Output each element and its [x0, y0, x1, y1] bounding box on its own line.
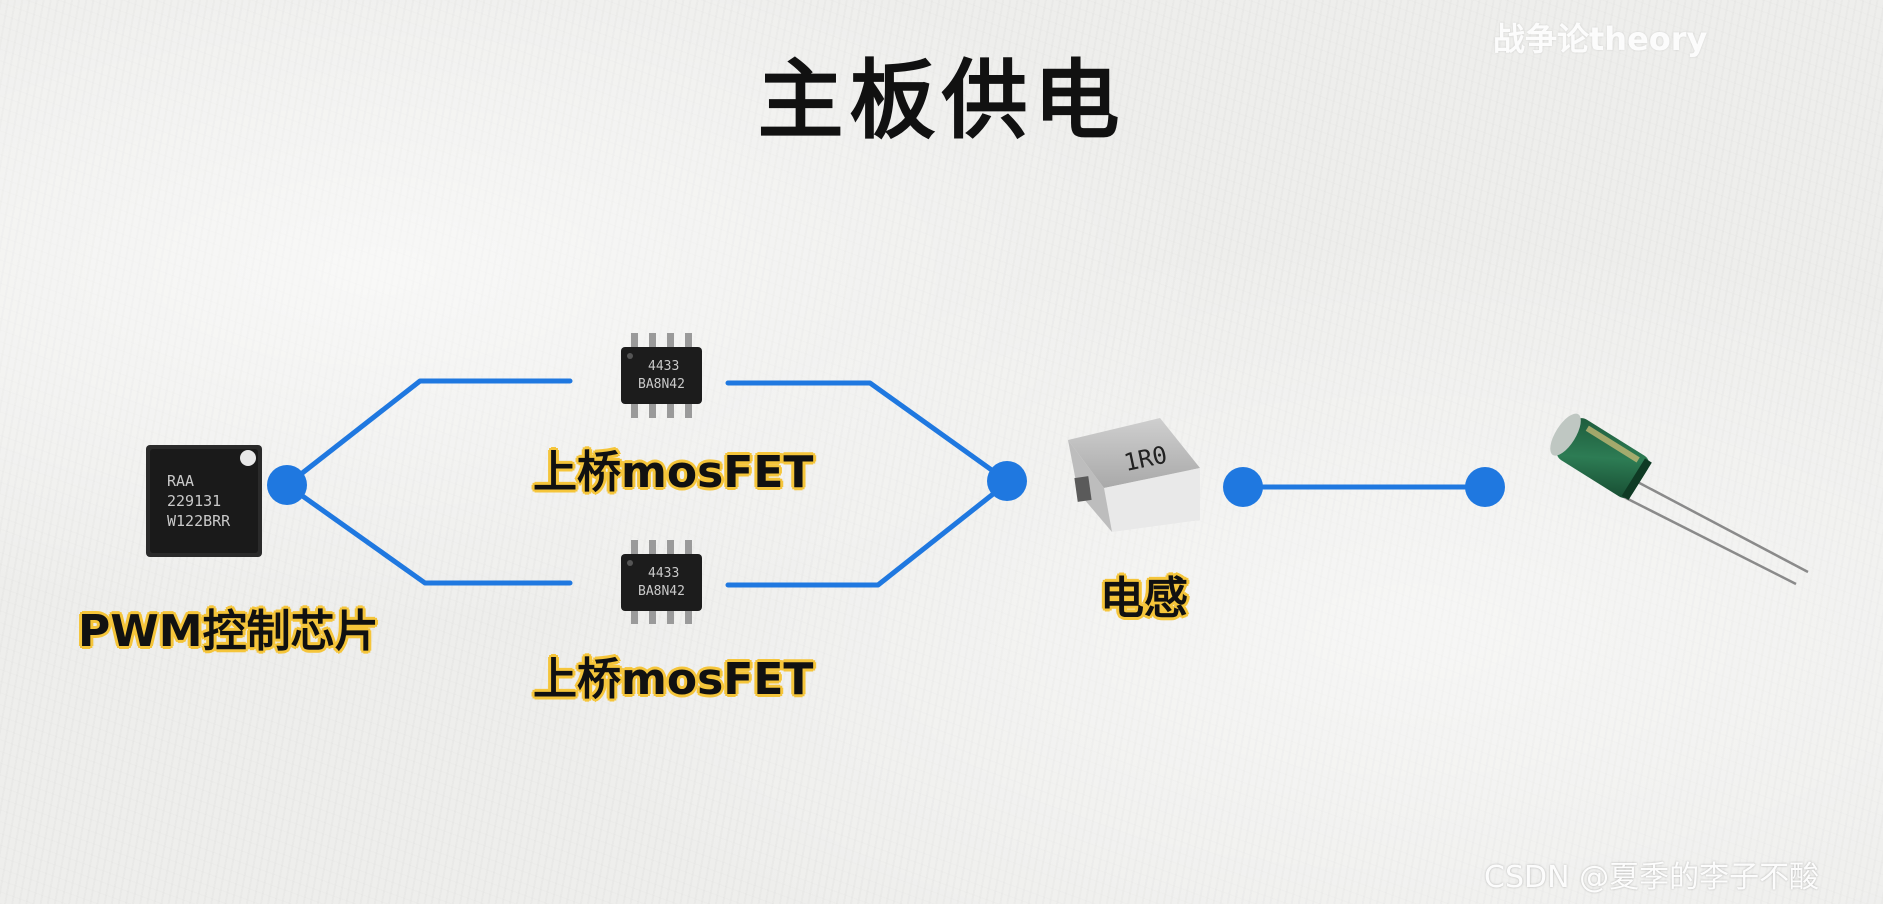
inductor-icon: 1R0	[1068, 418, 1200, 532]
wire-mos-top-to-node	[725, 380, 1010, 484]
node-pwm	[267, 465, 307, 505]
pwm-marking-1: RAA	[167, 472, 194, 490]
wires	[284, 378, 1488, 588]
mos-bottom-marking-2: BA8N42	[638, 584, 685, 599]
node-switch	[987, 461, 1027, 501]
pwm-marking-3: W122BRR	[167, 512, 231, 530]
inductor-label: 电感	[1100, 573, 1188, 624]
nodes	[267, 461, 1505, 507]
wire-pwm-to-mos-bottom	[284, 482, 573, 586]
wire-pwm-to-mos-top	[284, 378, 573, 488]
page-title: 主板供电	[757, 51, 1126, 151]
pwm-chip-icon: RAA 229131 W122BRR	[146, 445, 262, 557]
node-capacitor	[1465, 467, 1505, 507]
wire-mos-bottom-to-node	[725, 480, 1010, 588]
pwm-chip-label: PWM控制芯片	[78, 606, 379, 657]
mosfet-bottom-label: 上桥mosFET	[533, 654, 814, 705]
watermark-bottom: CSDN @夏季的李子不酸	[1484, 860, 1820, 895]
capacitor-icon	[1550, 413, 1809, 586]
watermark-top: 战争论theory	[1493, 20, 1708, 58]
mosfet-top-icon: 4433 BA8N42	[621, 333, 702, 418]
node-inductor-out	[1223, 467, 1263, 507]
mos-bottom-marking-1: 4433	[648, 566, 679, 581]
mos-top-marking-1: 4433	[648, 359, 679, 374]
pwm-marking-2: 229131	[167, 492, 221, 510]
mosfet-bottom-icon: 4433 BA8N42	[621, 540, 702, 624]
mos-top-marking-2: BA8N42	[638, 377, 685, 392]
mosfet-top-label: 上桥mosFET	[533, 447, 814, 498]
